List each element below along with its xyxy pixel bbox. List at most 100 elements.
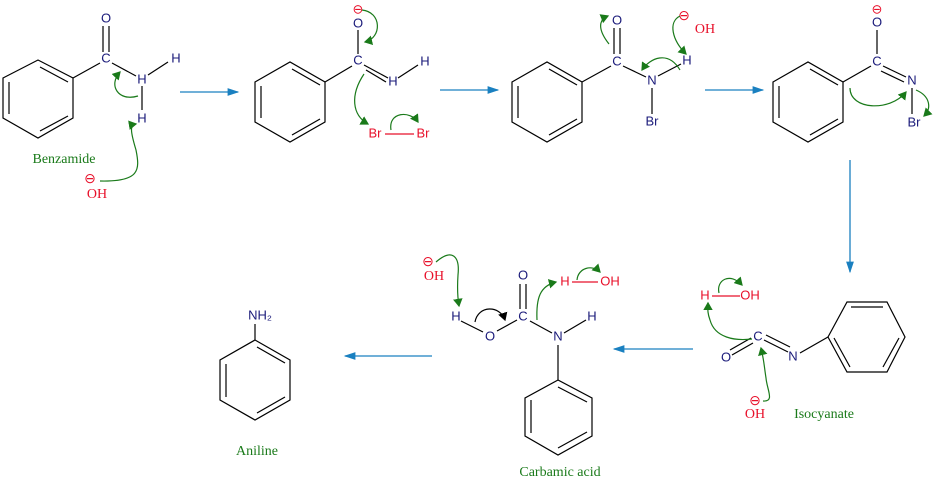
atom-label: N <box>907 72 916 87</box>
atom-label: O <box>872 14 882 29</box>
bond-line <box>548 68 578 86</box>
bond-line <box>765 334 791 348</box>
bond-line <box>581 65 612 83</box>
benzene-ring <box>524 379 593 456</box>
bond-line <box>111 62 137 77</box>
atom-label: N <box>788 348 797 363</box>
aniline-label: Aniline <box>236 444 278 459</box>
atom-label: C <box>753 328 762 343</box>
electron-push-arrow <box>599 14 610 45</box>
atom-label: Br <box>908 114 922 129</box>
atom-label: ⊖ <box>872 1 883 16</box>
bond-line <box>731 342 754 356</box>
atom-label: O <box>353 15 363 30</box>
electron-push-arrow <box>672 15 687 55</box>
benzene-ring <box>772 61 844 143</box>
bond-line <box>256 346 286 364</box>
bond-line <box>880 70 905 83</box>
electron-push-arrow <box>99 120 139 182</box>
atom-label: O <box>612 12 622 27</box>
atom-label: OH <box>600 273 620 288</box>
isocyanate-molecule: C N O H OH ⊖ OH Isocyanate <box>700 276 906 422</box>
atom-label: OH <box>745 407 765 422</box>
atom-label: C <box>101 50 110 65</box>
atom-label: H <box>171 50 180 65</box>
atom-label: H <box>388 73 397 88</box>
atom-label: OH <box>424 269 444 284</box>
bond-line <box>809 118 839 136</box>
atom-label: C <box>872 53 881 68</box>
atom-label: Br <box>646 113 660 128</box>
electron-push-arrow <box>703 301 753 341</box>
carbamic-acid-label: Carbamic acid <box>519 465 600 480</box>
atom-label: H <box>137 71 146 86</box>
electron-push-arrow <box>915 89 933 117</box>
electron-push-arrow <box>536 279 558 321</box>
atom-label: ⊖ <box>422 255 434 270</box>
atom-label: OH <box>87 187 107 202</box>
bond-line <box>72 62 101 79</box>
bond-line <box>324 65 353 83</box>
bond-line <box>548 118 578 136</box>
atom-label: ⊖ <box>353 1 364 16</box>
atom-label: O <box>518 267 528 282</box>
bond-line <box>365 69 387 83</box>
electron-push-arrow <box>758 346 771 402</box>
bond-line <box>563 319 587 334</box>
electron-push-arrow <box>390 113 419 131</box>
atom-label: N <box>553 328 562 343</box>
benzene-ring <box>2 59 74 139</box>
atom-label: H <box>700 287 709 302</box>
bond-line <box>557 386 588 403</box>
bond-line <box>809 68 839 86</box>
bond-line <box>882 337 900 368</box>
atom-label: Br <box>417 125 431 140</box>
atom-label: H <box>682 52 691 67</box>
aniline-molecule: NH₂ Aniline <box>219 307 291 459</box>
atom-label: O <box>485 328 495 343</box>
bond-line <box>622 65 647 78</box>
bond-line <box>842 65 872 83</box>
bond-line <box>460 320 484 333</box>
bond-line <box>39 115 69 132</box>
atom-label: ⊖ <box>749 394 761 409</box>
bond-line <box>256 396 286 414</box>
atom-label: OH <box>695 22 715 37</box>
electron-push-arrow <box>435 254 463 308</box>
benzene-ring <box>254 61 326 143</box>
bond-line <box>529 320 553 334</box>
atom-label: C <box>612 53 621 68</box>
bond-line <box>496 319 518 332</box>
bond-line <box>799 336 829 354</box>
atom-label: N <box>647 72 656 87</box>
bond-line <box>397 64 419 79</box>
atom-label: NH₂ <box>248 307 272 322</box>
amide-anion-molecule: C ⊖ O H H Br Br <box>254 1 431 143</box>
electron-push-arrow <box>718 276 743 294</box>
benzene-ring <box>511 61 583 143</box>
bond-line <box>557 431 588 449</box>
bond-line <box>147 61 169 76</box>
electron-push-arrow <box>361 9 378 46</box>
atom-label: H <box>560 273 569 288</box>
benzamide-label: Benzamide <box>33 152 96 167</box>
bond-line <box>363 64 389 79</box>
benzene-ring <box>827 301 906 373</box>
bond-line <box>882 65 907 78</box>
atom-label: Br <box>369 125 383 140</box>
atom-label: OH <box>740 287 760 302</box>
bond-line <box>763 339 789 353</box>
electron-push-arrow <box>474 308 508 323</box>
bromoamide-anion-molecule: C ⊖ O N Br <box>772 1 933 143</box>
benzene-ring <box>219 339 291 421</box>
isocyanate-label: Isocyanate <box>794 407 854 422</box>
atom-label: ⊖ <box>84 172 96 187</box>
atom-label: C <box>518 308 527 323</box>
atom-label: H <box>587 308 596 323</box>
electron-push-arrow <box>576 263 601 281</box>
atom-label: C <box>353 52 362 67</box>
atom-label: H <box>137 110 146 125</box>
atom-label: H <box>451 308 460 323</box>
